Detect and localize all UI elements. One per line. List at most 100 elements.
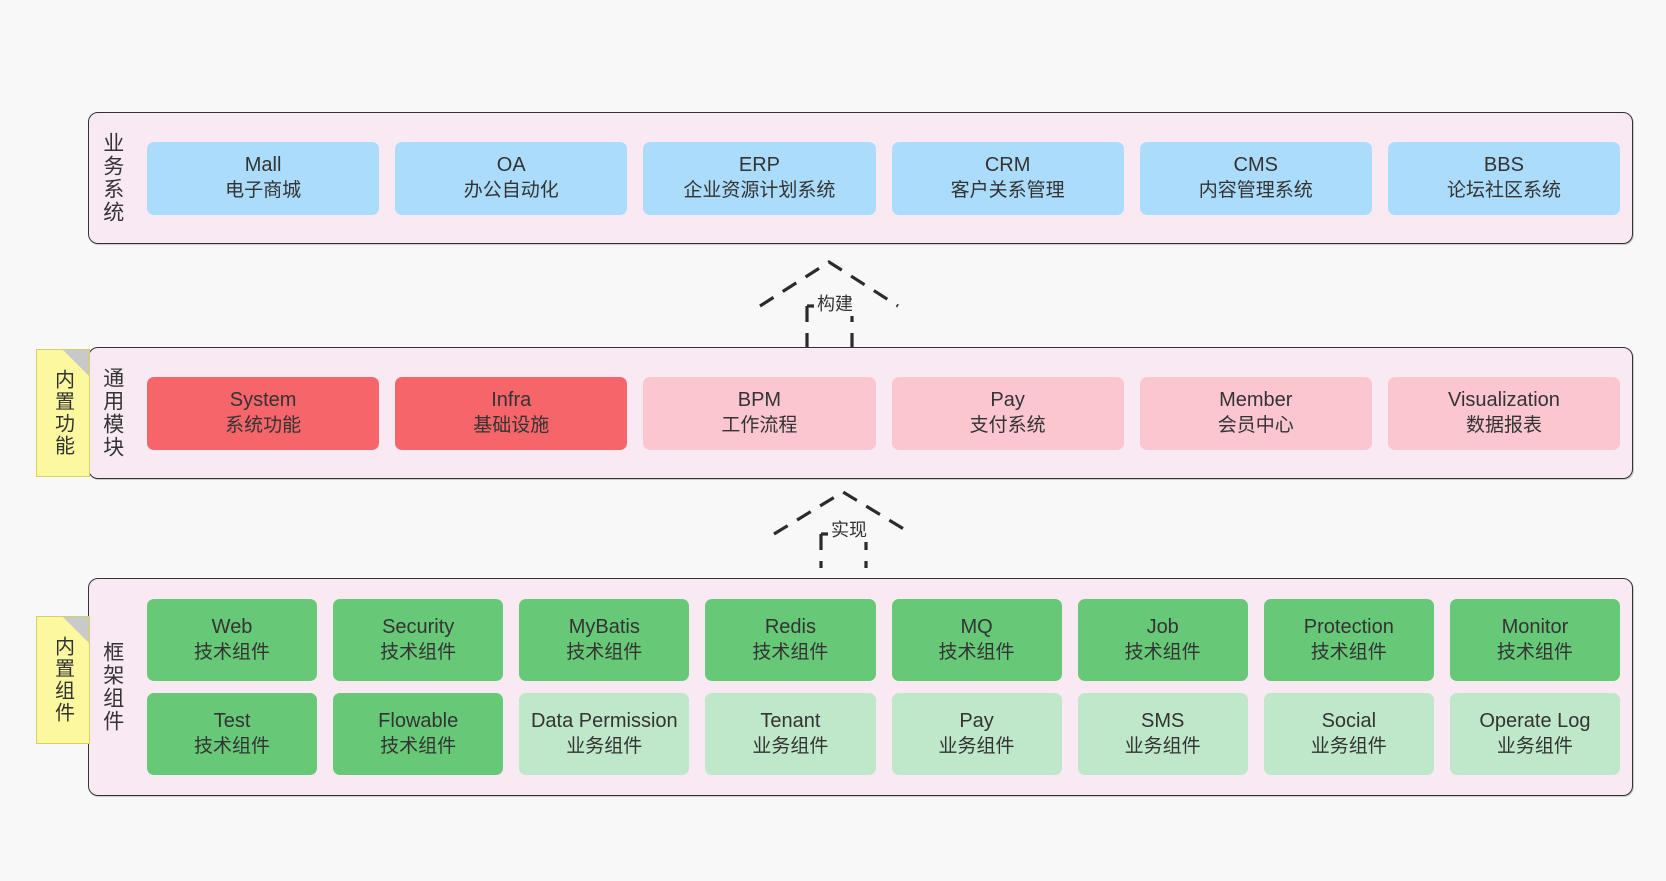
card-title: CMS — [1233, 154, 1278, 177]
card-subtitle: 系统功能 — [225, 414, 302, 436]
card-title: Test — [213, 710, 251, 733]
card-subtitle: 办公自动化 — [463, 179, 559, 201]
layer-framework-components: 框架组件 Web 技术组件 Security 技术组件 MyBatis 技术组件… — [88, 578, 1633, 796]
card-flowable[interactable]: Flowable 技术组件 — [333, 693, 504, 775]
card-web[interactable]: Web 技术组件 — [147, 599, 318, 681]
sticky-note-label: 内置组件 — [51, 636, 74, 724]
card-system[interactable]: System 系统功能 — [147, 376, 380, 450]
sticky-note-builtin-components: 内置组件 — [36, 616, 90, 744]
layer-row: Test 技术组件 Flowable 技术组件 Data Permission … — [147, 693, 1620, 775]
card-title: Security — [382, 616, 455, 639]
card-cms[interactable]: CMS 内容管理系统 — [1139, 141, 1372, 215]
layer-body-business: Mall 电子商城 OA 办公自动化 ERP 企业资源计划系统 CRM 客户关系… — [135, 113, 1632, 243]
card-bpm[interactable]: BPM 工作流程 — [643, 376, 876, 450]
card-title: MQ — [960, 616, 993, 639]
layer-row: Mall 电子商城 OA 办公自动化 ERP 企业资源计划系统 CRM 客户关系… — [147, 141, 1621, 215]
card-oa[interactable]: OA 办公自动化 — [395, 141, 628, 215]
card-crm[interactable]: CRM 客户关系管理 — [891, 141, 1124, 215]
card-subtitle: 技术组件 — [380, 641, 457, 663]
card-title: MyBatis — [568, 616, 640, 639]
card-subtitle: 技术组件 — [938, 641, 1015, 663]
card-subtitle: 技术组件 — [194, 641, 271, 663]
card-subtitle: 技术组件 — [194, 735, 271, 757]
layer-row: System 系统功能 Infra 基础设施 BPM 工作流程 Pay 支付系统… — [147, 376, 1621, 450]
card-monitor[interactable]: Monitor 技术组件 — [1449, 599, 1620, 681]
card-infra[interactable]: Infra 基础设施 — [395, 376, 628, 450]
card-subtitle: 技术组件 — [1496, 641, 1573, 663]
card-tenant[interactable]: Tenant 业务组件 — [705, 693, 876, 775]
card-subtitle: 论坛社区系统 — [1446, 179, 1561, 201]
card-protection[interactable]: Protection 技术组件 — [1263, 599, 1434, 681]
card-title: SMS — [1141, 710, 1185, 733]
card-mall[interactable]: Mall 电子商城 — [147, 141, 380, 215]
card-title: BPM — [737, 389, 782, 412]
card-subtitle: 客户关系管理 — [950, 179, 1065, 201]
layer-body-modules: System 系统功能 Infra 基础设施 BPM 工作流程 Pay 支付系统… — [135, 348, 1632, 478]
card-subtitle: 技术组件 — [380, 735, 457, 757]
card-title: Redis — [764, 616, 816, 639]
card-title: Operate Log — [1479, 710, 1591, 733]
layer-title-modules: 通用模块 — [100, 367, 124, 459]
card-subtitle: 技术组件 — [1124, 641, 1201, 663]
card-job[interactable]: Job 技术组件 — [1077, 599, 1248, 681]
card-test[interactable]: Test 技术组件 — [147, 693, 318, 775]
card-title: Protection — [1303, 616, 1394, 639]
card-subtitle: 内容管理系统 — [1198, 179, 1313, 201]
card-subtitle: 数据报表 — [1465, 414, 1542, 436]
card-subtitle: 会员中心 — [1217, 414, 1294, 436]
card-subtitle: 业务组件 — [938, 735, 1015, 757]
card-title: BBS — [1483, 154, 1524, 177]
card-title: Pay — [990, 389, 1025, 412]
card-subtitle: 技术组件 — [1310, 641, 1387, 663]
folded-corner-icon — [63, 617, 89, 643]
card-mybatis[interactable]: MyBatis 技术组件 — [519, 599, 690, 681]
card-title: OA — [496, 154, 526, 177]
card-title: Infra — [491, 389, 532, 412]
card-title: Member — [1219, 389, 1293, 412]
card-subtitle: 业务组件 — [566, 735, 643, 757]
card-subtitle: 业务组件 — [1124, 735, 1201, 757]
layer-body-framework: Web 技术组件 Security 技术组件 MyBatis 技术组件 Redi… — [135, 579, 1632, 795]
card-title: Visualization — [1447, 389, 1560, 412]
folded-corner-icon — [63, 350, 89, 376]
card-title: ERP — [738, 154, 780, 177]
card-title: Tenant — [760, 710, 821, 733]
card-subtitle: 支付系统 — [969, 414, 1046, 436]
card-title: Flowable — [378, 710, 459, 733]
card-subtitle: 业务组件 — [1496, 735, 1573, 757]
card-subtitle: 技术组件 — [752, 641, 829, 663]
card-title: Job — [1146, 616, 1179, 639]
card-social[interactable]: Social 业务组件 — [1263, 693, 1434, 775]
card-title: Data Permission — [530, 710, 678, 733]
card-erp[interactable]: ERP 企业资源计划系统 — [643, 141, 876, 215]
card-security[interactable]: Security 技术组件 — [333, 599, 504, 681]
layer-row: Web 技术组件 Security 技术组件 MyBatis 技术组件 Redi… — [147, 599, 1620, 681]
card-title: CRM — [984, 154, 1031, 177]
card-subtitle: 技术组件 — [566, 641, 643, 663]
card-title: Mall — [244, 154, 282, 177]
connector-build: 构建 — [752, 256, 932, 348]
layer-general-modules: 通用模块 System 系统功能 Infra 基础设施 BPM 工作流程 Pay… — [88, 347, 1633, 479]
card-subtitle: 基础设施 — [473, 414, 550, 436]
card-subtitle: 业务组件 — [752, 735, 829, 757]
card-member[interactable]: Member 会员中心 — [1139, 376, 1372, 450]
card-pay[interactable]: Pay 支付系统 — [891, 376, 1124, 450]
layer-business-systems: 业务系统 Mall 电子商城 OA 办公自动化 ERP 企业资源计划系统 CRM… — [88, 112, 1633, 244]
card-subtitle: 工作流程 — [721, 414, 798, 436]
card-bbs[interactable]: BBS 论坛社区系统 — [1387, 141, 1621, 215]
card-data-permission[interactable]: Data Permission 业务组件 — [519, 693, 690, 775]
card-mq[interactable]: MQ 技术组件 — [891, 599, 1062, 681]
card-title: Pay — [959, 710, 994, 733]
connector-label-build: 构建 — [814, 290, 856, 316]
card-visualization[interactable]: Visualization 数据报表 — [1387, 376, 1621, 450]
card-operate-log[interactable]: Operate Log 业务组件 — [1449, 693, 1620, 775]
connector-implement: 实现 — [766, 488, 946, 568]
card-subtitle: 业务组件 — [1310, 735, 1387, 757]
card-sms[interactable]: SMS 业务组件 — [1077, 693, 1248, 775]
card-redis[interactable]: Redis 技术组件 — [705, 599, 876, 681]
connector-label-implement: 实现 — [828, 516, 870, 542]
card-subtitle: 企业资源计划系统 — [683, 179, 836, 201]
card-title: Monitor — [1501, 616, 1569, 639]
card-pay-business[interactable]: Pay 业务组件 — [891, 693, 1062, 775]
